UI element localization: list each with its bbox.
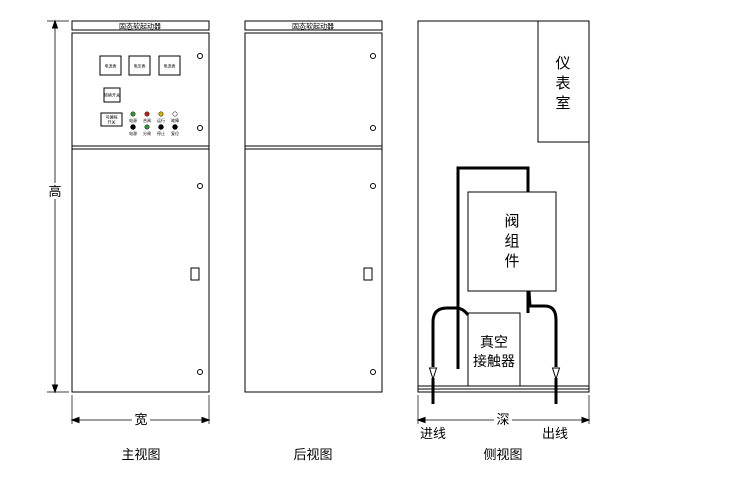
button-stop (158, 124, 164, 130)
depth-label-bg (494, 410, 512, 426)
meter-3-label: 电流表 (164, 63, 176, 69)
front-view: 固态软起动器 电流表 电压表 电流表 转换开关 可编程 开关 电源 合闸 运行 … (47, 19, 211, 424)
front-screw-4 (197, 369, 203, 375)
back-door-handle (363, 267, 373, 281)
button-reset (172, 124, 178, 130)
light-bottom-label-4: 复位 (171, 130, 179, 136)
instrument-room-char-2: 表 (555, 74, 570, 92)
width-label: 宽 (134, 412, 147, 428)
depth-label: 深 (496, 413, 509, 428)
main-busbar (456, 166, 530, 369)
back-cabinet-body (244, 32, 383, 393)
front-header-strip (71, 20, 210, 31)
light-power-green (130, 111, 136, 117)
meter-2-label: 电压表 (134, 63, 146, 69)
outlet-label: 出线 (542, 427, 568, 442)
button-power (130, 124, 136, 130)
height-arrow-top (51, 19, 59, 29)
light-top-label-2: 合闸 (143, 117, 151, 123)
height-label: 高 (48, 184, 61, 200)
programmable-switch-line2: 开关 (108, 119, 116, 125)
light-top-label-4: 故障 (171, 117, 179, 123)
side-view-caption: 侧视图 (483, 448, 522, 463)
inlet-cable (431, 306, 470, 367)
button-open-green (144, 124, 150, 130)
front-screw-2 (197, 125, 203, 131)
width-arrow-right (201, 416, 211, 424)
height-arrow-bottom (51, 384, 59, 394)
vacuum-contactor-line2: 接触器 (473, 353, 515, 370)
front-door-handle (190, 267, 200, 281)
valve-group-char-3: 件 (504, 252, 519, 270)
light-bottom-label-2: 分闸 (143, 130, 151, 136)
light-fault-white (172, 111, 178, 117)
valve-group-char-1: 阀 (504, 212, 519, 230)
back-view: 固态软起动器 (244, 20, 383, 393)
back-screw-4 (370, 369, 376, 375)
outlet-cable (527, 290, 558, 367)
light-bottom-label-3: 停止 (157, 130, 165, 136)
instrument-room-box (537, 20, 590, 143)
back-screw-3 (370, 183, 376, 189)
width-label-bg (132, 410, 150, 426)
back-header-strip (244, 20, 383, 31)
light-bottom-label-1: 电源 (129, 130, 137, 136)
back-header-text: 固态软起动器 (292, 22, 334, 31)
outlet-lug (551, 367, 561, 381)
depth-arrow-right (581, 416, 591, 424)
light-top-label-1: 电源 (129, 117, 137, 123)
light-close-red (144, 111, 150, 117)
valve-group-char-2: 组 (504, 232, 519, 250)
meter-1-label: 电流表 (105, 63, 117, 69)
front-cabinet-body (71, 32, 210, 393)
back-view-caption: 后视图 (293, 448, 332, 463)
depth-arrow-left (416, 416, 426, 424)
programmable-switch (100, 112, 123, 127)
inlet-lug (428, 367, 438, 381)
side-cabinet-body (417, 20, 590, 393)
light-top-label-3: 运行 (157, 117, 165, 123)
width-arrow-left (70, 416, 80, 424)
light-run-yellow (158, 111, 164, 117)
front-header-text: 固态软起动器 (119, 22, 161, 31)
front-view-caption: 主视图 (121, 448, 160, 463)
back-screw-1 (370, 53, 376, 59)
side-view (416, 20, 591, 424)
inlet-label: 进线 (420, 427, 446, 442)
front-screw-3 (197, 183, 203, 189)
instrument-room-char-3: 室 (555, 94, 570, 112)
vacuum-contactor-line1: 真空 (480, 335, 508, 351)
meter-1 (99, 55, 122, 76)
transfer-switch-label: 转换开关 (104, 92, 120, 98)
meter-3 (158, 55, 181, 76)
transfer-switch (103, 87, 121, 103)
height-label-bg (48, 183, 62, 199)
valve-group-box (467, 191, 557, 292)
instrument-room-char-1: 仪 (555, 54, 570, 72)
programmable-switch-line1: 可编程 (106, 114, 118, 120)
back-screw-2 (370, 125, 376, 131)
front-screw-1 (197, 53, 203, 59)
meter-2 (128, 55, 151, 76)
